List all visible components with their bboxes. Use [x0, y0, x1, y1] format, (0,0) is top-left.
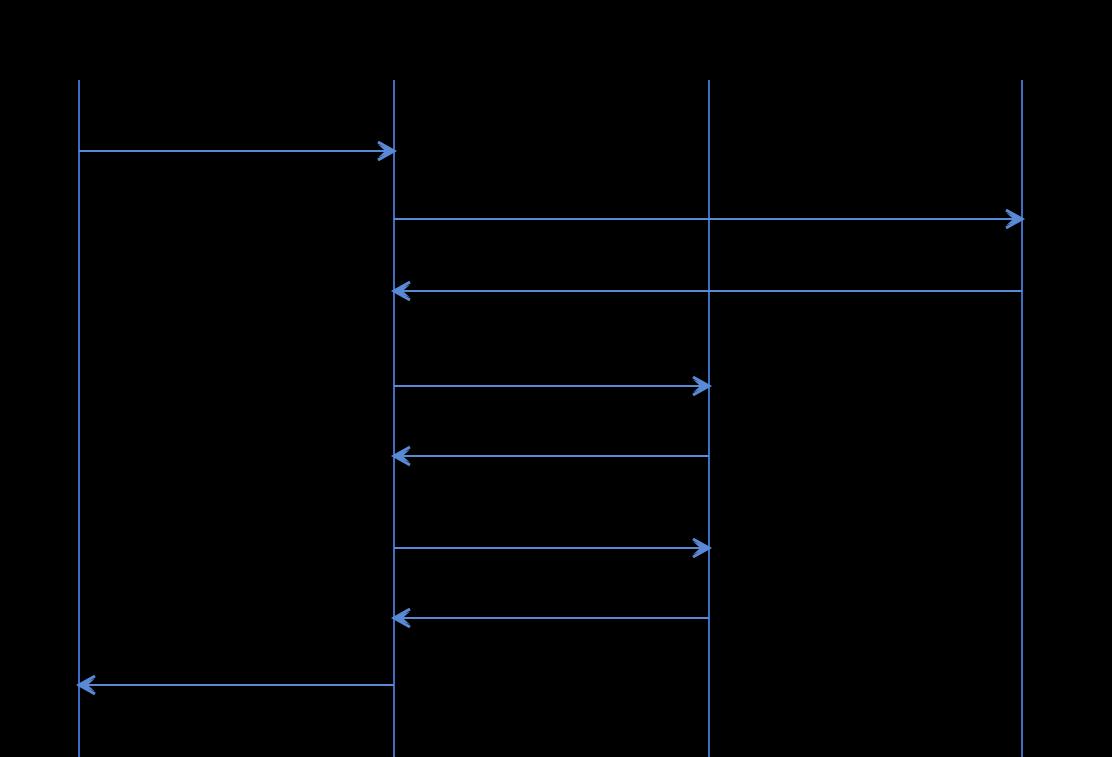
- message-arrowhead-fill-5: [394, 449, 410, 463]
- message-4[interactable]: [394, 375, 713, 397]
- message-arrowhead-fill-7: [394, 611, 410, 625]
- message-3[interactable]: [390, 280, 1022, 302]
- message-arrowhead-fill-1: [378, 144, 394, 158]
- message-1[interactable]: [79, 140, 398, 162]
- message-8[interactable]: [75, 674, 394, 696]
- message-arrowhead-fill-2: [1006, 212, 1022, 226]
- message-5[interactable]: [390, 445, 709, 467]
- message-arrowhead-fill-3: [394, 284, 410, 298]
- message-arrowhead-fill-6: [693, 541, 709, 555]
- message-arrowhead-fill-8: [79, 678, 95, 692]
- message-6[interactable]: [394, 537, 713, 559]
- message-7[interactable]: [390, 607, 709, 629]
- messages-group: [75, 140, 1026, 696]
- message-arrowhead-fill-4: [693, 379, 709, 393]
- message-2[interactable]: [394, 208, 1026, 230]
- lifelines-group: [78, 80, 1023, 757]
